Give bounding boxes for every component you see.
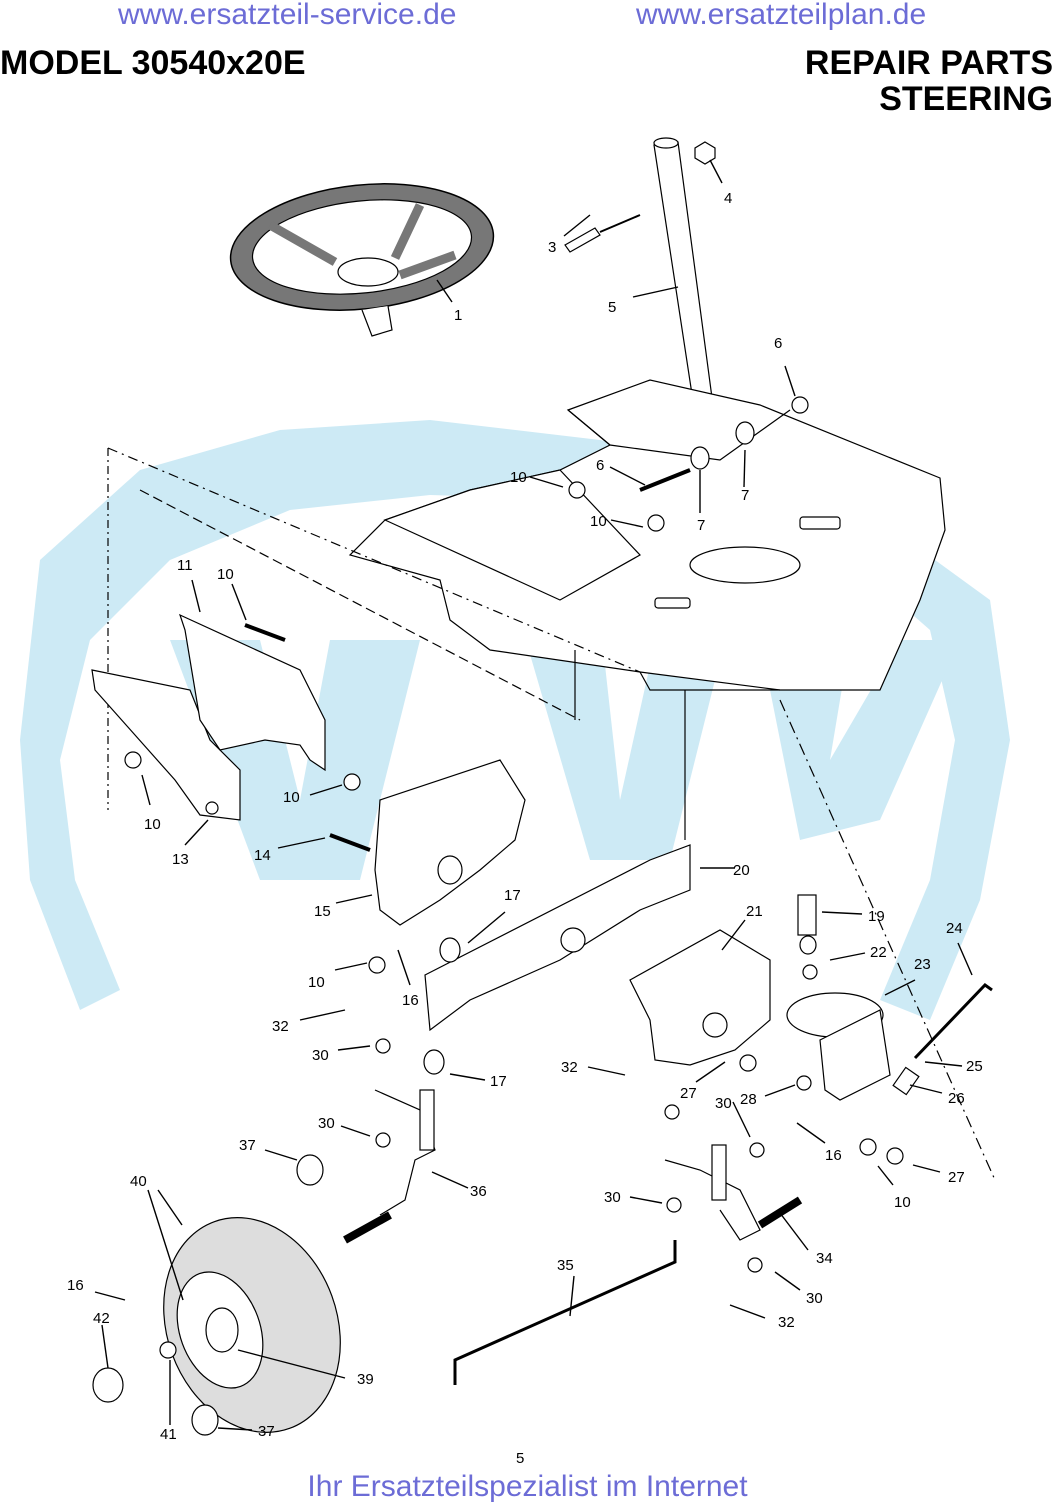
hardware-parts xyxy=(92,396,920,1436)
callout-16: 16 xyxy=(825,1147,842,1164)
callout-26: 26 xyxy=(948,1090,965,1107)
callout-7: 7 xyxy=(697,517,705,534)
callout-30: 30 xyxy=(806,1290,823,1307)
callout-10: 10 xyxy=(283,789,300,806)
callout-6: 6 xyxy=(596,457,604,474)
header-url-right[interactable]: www.ersatzteilplan.de xyxy=(636,0,927,31)
callout-22: 22 xyxy=(870,944,887,961)
right-spindle xyxy=(664,1144,803,1241)
callout-21: 21 xyxy=(746,903,763,920)
callout-7: 7 xyxy=(741,487,749,504)
callout-32: 32 xyxy=(561,1059,578,1076)
callout-32: 32 xyxy=(272,1018,289,1035)
front-axle xyxy=(424,844,691,1032)
steering-shaft xyxy=(564,137,721,461)
callout-37: 37 xyxy=(239,1137,256,1154)
callout-14: 14 xyxy=(254,847,271,864)
header-url-left[interactable]: www.ersatzteil-service.de xyxy=(118,0,457,31)
callout-17: 17 xyxy=(504,887,521,904)
steering-wheel xyxy=(229,183,495,337)
callout-30: 30 xyxy=(604,1189,621,1206)
callout-23: 23 xyxy=(914,956,931,973)
tie-rod xyxy=(453,1240,677,1385)
drag-link xyxy=(913,983,993,1060)
right-bracket xyxy=(629,929,771,1066)
callout-17: 17 xyxy=(490,1073,507,1090)
callout-36: 36 xyxy=(470,1183,487,1200)
callout-41: 41 xyxy=(160,1426,177,1443)
callout-30: 30 xyxy=(715,1095,732,1112)
callout-labels: 1 3 4 5 6 6 7 7 10 10 11 10 10 10 13 14 … xyxy=(67,190,983,1443)
front-wheel xyxy=(163,1217,341,1433)
callout-10: 10 xyxy=(308,974,325,991)
callout-11: 11 xyxy=(177,557,193,574)
footer-tagline[interactable]: Ihr Ersatzteilspezialist im Internet xyxy=(307,1470,748,1503)
callout-40: 40 xyxy=(130,1173,147,1190)
callout-24: 24 xyxy=(946,920,963,937)
front-bracket xyxy=(374,759,526,926)
callout-39: 39 xyxy=(357,1371,374,1388)
left-steering-bracket xyxy=(91,613,326,821)
callout-10: 10 xyxy=(217,566,234,583)
page-number: 5 xyxy=(516,1450,524,1467)
callout-37: 37 xyxy=(258,1423,275,1440)
callout-4: 4 xyxy=(724,190,732,207)
callout-10: 10 xyxy=(590,513,607,530)
steering-gear-sector xyxy=(786,992,891,1101)
callout-1: 1 xyxy=(454,307,462,324)
callout-25: 25 xyxy=(966,1058,983,1075)
model-title: MODEL 30540x20E xyxy=(0,44,306,82)
callout-13: 13 xyxy=(172,851,189,868)
callout-6: 6 xyxy=(774,335,782,352)
callout-27: 27 xyxy=(680,1085,697,1102)
leader-lines xyxy=(94,159,973,1431)
callout-34: 34 xyxy=(816,1250,833,1267)
callout-15: 15 xyxy=(314,903,331,920)
subsection-title: STEERING xyxy=(879,80,1053,118)
callout-10: 10 xyxy=(144,816,161,833)
callout-10: 10 xyxy=(510,469,527,486)
callout-16: 16 xyxy=(402,992,419,1009)
callout-30: 30 xyxy=(312,1047,329,1064)
callout-3: 3 xyxy=(548,239,556,256)
callout-30: 30 xyxy=(318,1115,335,1132)
callout-32: 32 xyxy=(778,1314,795,1331)
callout-27: 27 xyxy=(948,1169,965,1186)
callout-42: 42 xyxy=(93,1310,110,1327)
left-spindle xyxy=(343,1089,436,1244)
callout-5: 5 xyxy=(608,299,616,316)
callout-10: 10 xyxy=(894,1194,911,1211)
section-title: REPAIR PARTS xyxy=(804,44,1053,82)
callout-35: 35 xyxy=(557,1257,574,1274)
callout-16: 16 xyxy=(67,1277,84,1294)
callout-20: 20 xyxy=(733,862,750,879)
callout-19: 19 xyxy=(868,908,885,925)
callout-28: 28 xyxy=(740,1091,757,1108)
